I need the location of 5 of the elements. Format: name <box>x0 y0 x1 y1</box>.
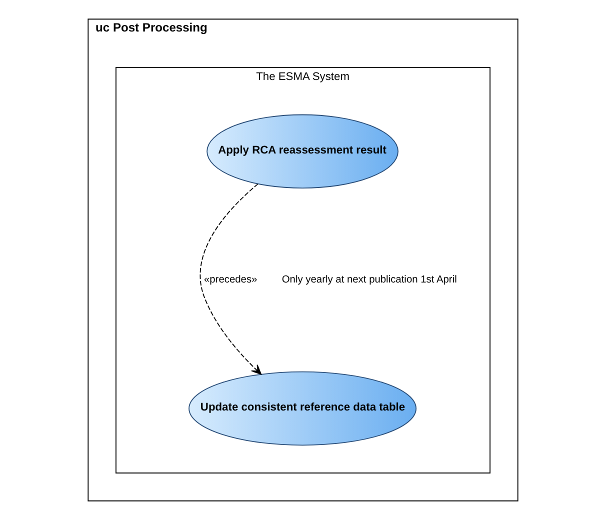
label: Only yearly at next publication 1st April <box>281 274 456 286</box>
node-ellipse: Apply RCA reassessment result <box>206 114 398 189</box>
edge-label: «precedes» <box>203 274 257 286</box>
arrow <box>199 183 262 375</box>
node-ellipse: Update consistent reference data table <box>188 371 416 446</box>
